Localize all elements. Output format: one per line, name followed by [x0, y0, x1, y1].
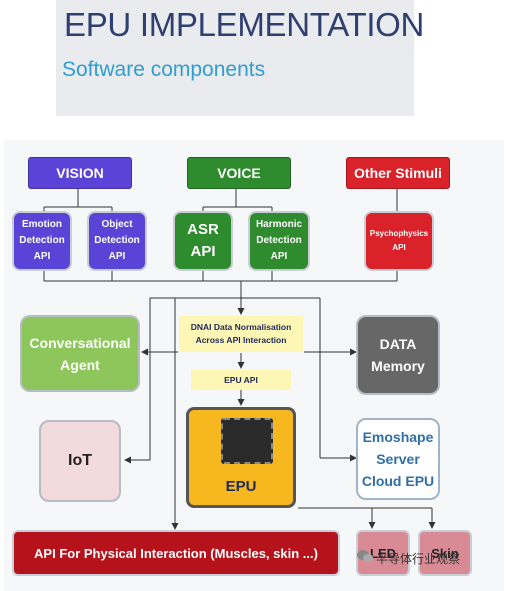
- iot-label: IoT: [68, 452, 92, 469]
- chip-icon: [221, 418, 273, 464]
- psycho-line-1: Psychophysics: [369, 229, 429, 238]
- emoshape-line-1: Emoshape: [362, 429, 434, 445]
- wechat-icon: [357, 550, 373, 562]
- asr-line-2: API: [190, 243, 216, 260]
- physical-interaction-api: API For Physical Interaction (Muscles, s…: [12, 530, 340, 576]
- object-line-1: Object: [101, 219, 133, 230]
- page-subtitle: Software components: [62, 58, 266, 81]
- skin-box: Skin: [418, 530, 472, 576]
- dnai-line-1: DNAI Data Normalisation: [190, 322, 292, 332]
- epu-api-text: EPU API: [224, 374, 258, 385]
- vision-box: VISION: [28, 157, 132, 189]
- object-line-2: Detection: [94, 235, 140, 246]
- vision-label: VISION: [56, 165, 104, 181]
- epu-api-label: EPU API: [191, 370, 291, 390]
- other-stimuli-box: Other Stimuli: [346, 157, 450, 189]
- page-title: EPU IMPLEMENTATION: [64, 6, 425, 43]
- voice-box: VOICE: [187, 157, 291, 189]
- led-label: LED: [370, 545, 396, 561]
- asr-api: ASR API: [173, 211, 233, 271]
- data-memory-box: DATA Memory: [356, 315, 440, 395]
- iot-box: IoT: [39, 420, 121, 502]
- object-line-3: API: [108, 251, 126, 262]
- psycho-line-2: API: [392, 243, 406, 252]
- asr-line-1: ASR: [187, 221, 219, 238]
- harmonic-line-1: Harmonic: [255, 219, 303, 230]
- dnai-line-2: Across API Interaction: [195, 335, 287, 345]
- emoshape-line-2: Server: [376, 451, 420, 467]
- emotion-line-2: Detection: [19, 235, 65, 246]
- harmonic-line-3: API: [270, 251, 288, 262]
- voice-label: VOICE: [217, 165, 261, 181]
- physical-label: API For Physical Interaction (Muscles, s…: [34, 545, 318, 561]
- conversational-line-2: Agent: [60, 356, 100, 373]
- other-stimuli-label: Other Stimuli: [354, 165, 442, 181]
- data-line-2: Memory: [371, 358, 425, 374]
- emotion-line-3: API: [33, 251, 51, 262]
- emoshape-line-3: Cloud EPU: [361, 473, 435, 489]
- epu-label: EPU: [225, 478, 257, 495]
- harmonic-line-2: Detection: [256, 235, 302, 246]
- data-line-1: DATA: [379, 336, 417, 352]
- watermark-text: 半导体行业观察: [376, 552, 461, 566]
- title-panel: [56, 0, 414, 116]
- conversational-line-1: Conversational: [29, 334, 131, 351]
- emotion-line-1: Emotion: [22, 219, 62, 230]
- skin-label: Skin: [431, 545, 459, 561]
